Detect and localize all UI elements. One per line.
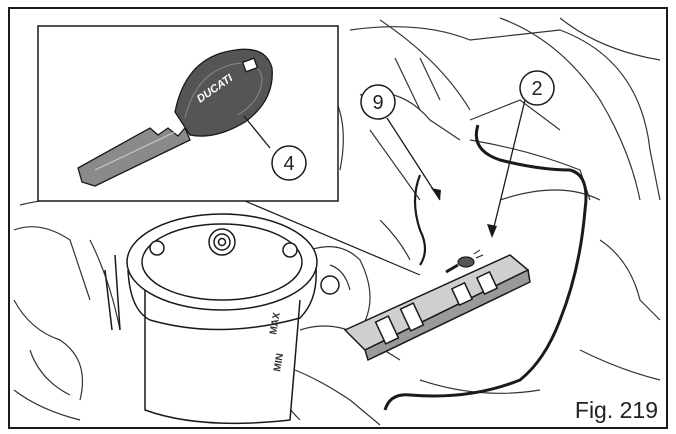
callout-2: 2 (519, 70, 555, 106)
tool-tray (343, 254, 531, 362)
motorcycle-line-art (13, 17, 661, 426)
callout-circle-9 (360, 84, 396, 120)
fluid-reservoir (104, 213, 340, 425)
callout-label-9: 9 (372, 92, 383, 114)
ignition-key (77, 48, 273, 187)
figure-caption: Fig. 219 (575, 397, 658, 423)
callout-circle-2 (519, 70, 555, 106)
arrow-head-9 (431, 188, 441, 200)
reservoir-max-label: MAX (268, 311, 283, 335)
routing-cable (383, 124, 588, 411)
wire-loop (413, 174, 427, 266)
reservoir-min-label: MIN (272, 353, 286, 373)
arrow-head-2 (487, 224, 497, 238)
callout-9: 9 (360, 84, 396, 120)
callout-circle-4 (271, 145, 307, 181)
callout-4: 4 (271, 145, 307, 181)
leader-lines (243, 99, 526, 236)
callout-label-4: 4 (283, 153, 294, 175)
callout-label-2: 2 (531, 78, 542, 100)
small-tool-key (445, 249, 484, 274)
inset-leader-line (244, 200, 421, 276)
